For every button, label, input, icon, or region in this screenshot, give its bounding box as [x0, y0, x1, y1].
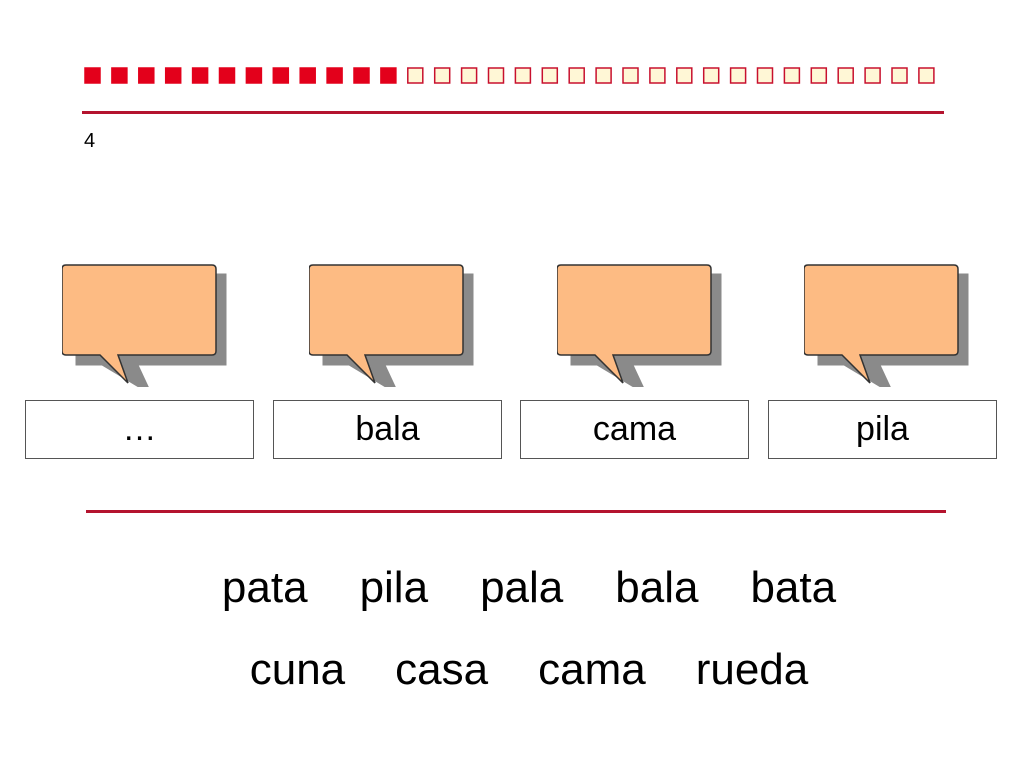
progress-square-empty — [676, 67, 693, 84]
speech-bubble-3 — [557, 262, 727, 387]
progress-square-filled — [164, 67, 182, 84]
progress-square-empty — [891, 67, 908, 84]
progress-square-empty — [622, 67, 639, 84]
speech-bubble-4 — [804, 262, 974, 387]
top-divider — [82, 111, 944, 114]
progress-square-empty — [595, 67, 612, 84]
progress-square-filled — [111, 67, 128, 84]
word-bank-item[interactable]: rueda — [695, 645, 809, 694]
progress-square-empty — [649, 67, 666, 84]
progress-square-empty — [487, 67, 505, 84]
word-bank-item[interactable]: cuna — [249, 645, 346, 694]
progress-square-empty — [729, 67, 747, 84]
word-bank-item[interactable]: casa — [395, 645, 489, 694]
progress-square-empty — [783, 67, 801, 84]
progress-square-filled — [245, 67, 263, 84]
progress-square-filled — [299, 67, 316, 84]
progress-square-filled — [353, 67, 370, 84]
word-bank-item[interactable]: cama — [538, 645, 646, 694]
progress-square-empty — [918, 67, 935, 84]
middle-divider — [86, 510, 946, 513]
progress-square-empty — [460, 67, 478, 84]
progress-square-empty — [433, 67, 451, 84]
progress-square-empty — [864, 67, 881, 84]
progress-square-filled — [138, 67, 155, 84]
progress-square-filled — [191, 67, 209, 84]
progress-square-empty — [702, 67, 720, 84]
progress-square-empty — [568, 67, 585, 84]
progress-square-empty — [837, 67, 854, 84]
progress-square-filled — [326, 67, 343, 84]
slide-number: 4 — [84, 130, 96, 152]
progress-indicator — [84, 67, 935, 84]
word-bank-row-1: pata pila pala bala bata — [0, 562, 1024, 614]
word-bank-item[interactable]: bata — [750, 563, 837, 612]
answer-box-2[interactable]: bala — [273, 400, 502, 459]
speech-bubble-2 — [309, 262, 479, 387]
speech-bubble-1 — [62, 262, 232, 387]
word-bank-item[interactable]: pala — [480, 563, 564, 612]
word-bank-row-2: cuna casa cama rueda — [0, 644, 1024, 696]
answer-box-3[interactable]: cama — [520, 400, 749, 459]
answer-box-4[interactable]: pila — [768, 400, 997, 459]
progress-square-filled — [380, 67, 397, 84]
word-bank-item[interactable]: pila — [359, 563, 429, 612]
progress-square-empty — [514, 67, 532, 84]
progress-square-empty — [756, 67, 774, 84]
answer-box-1[interactable]: … — [25, 400, 254, 459]
progress-square-empty — [810, 67, 828, 84]
progress-square-empty — [541, 67, 559, 84]
word-bank-item[interactable]: pata — [221, 563, 308, 612]
progress-square-empty — [407, 67, 424, 84]
progress-square-filled — [84, 67, 101, 84]
progress-square-filled — [218, 67, 236, 84]
word-bank-item[interactable]: bala — [615, 563, 699, 612]
progress-square-filled — [272, 67, 290, 84]
